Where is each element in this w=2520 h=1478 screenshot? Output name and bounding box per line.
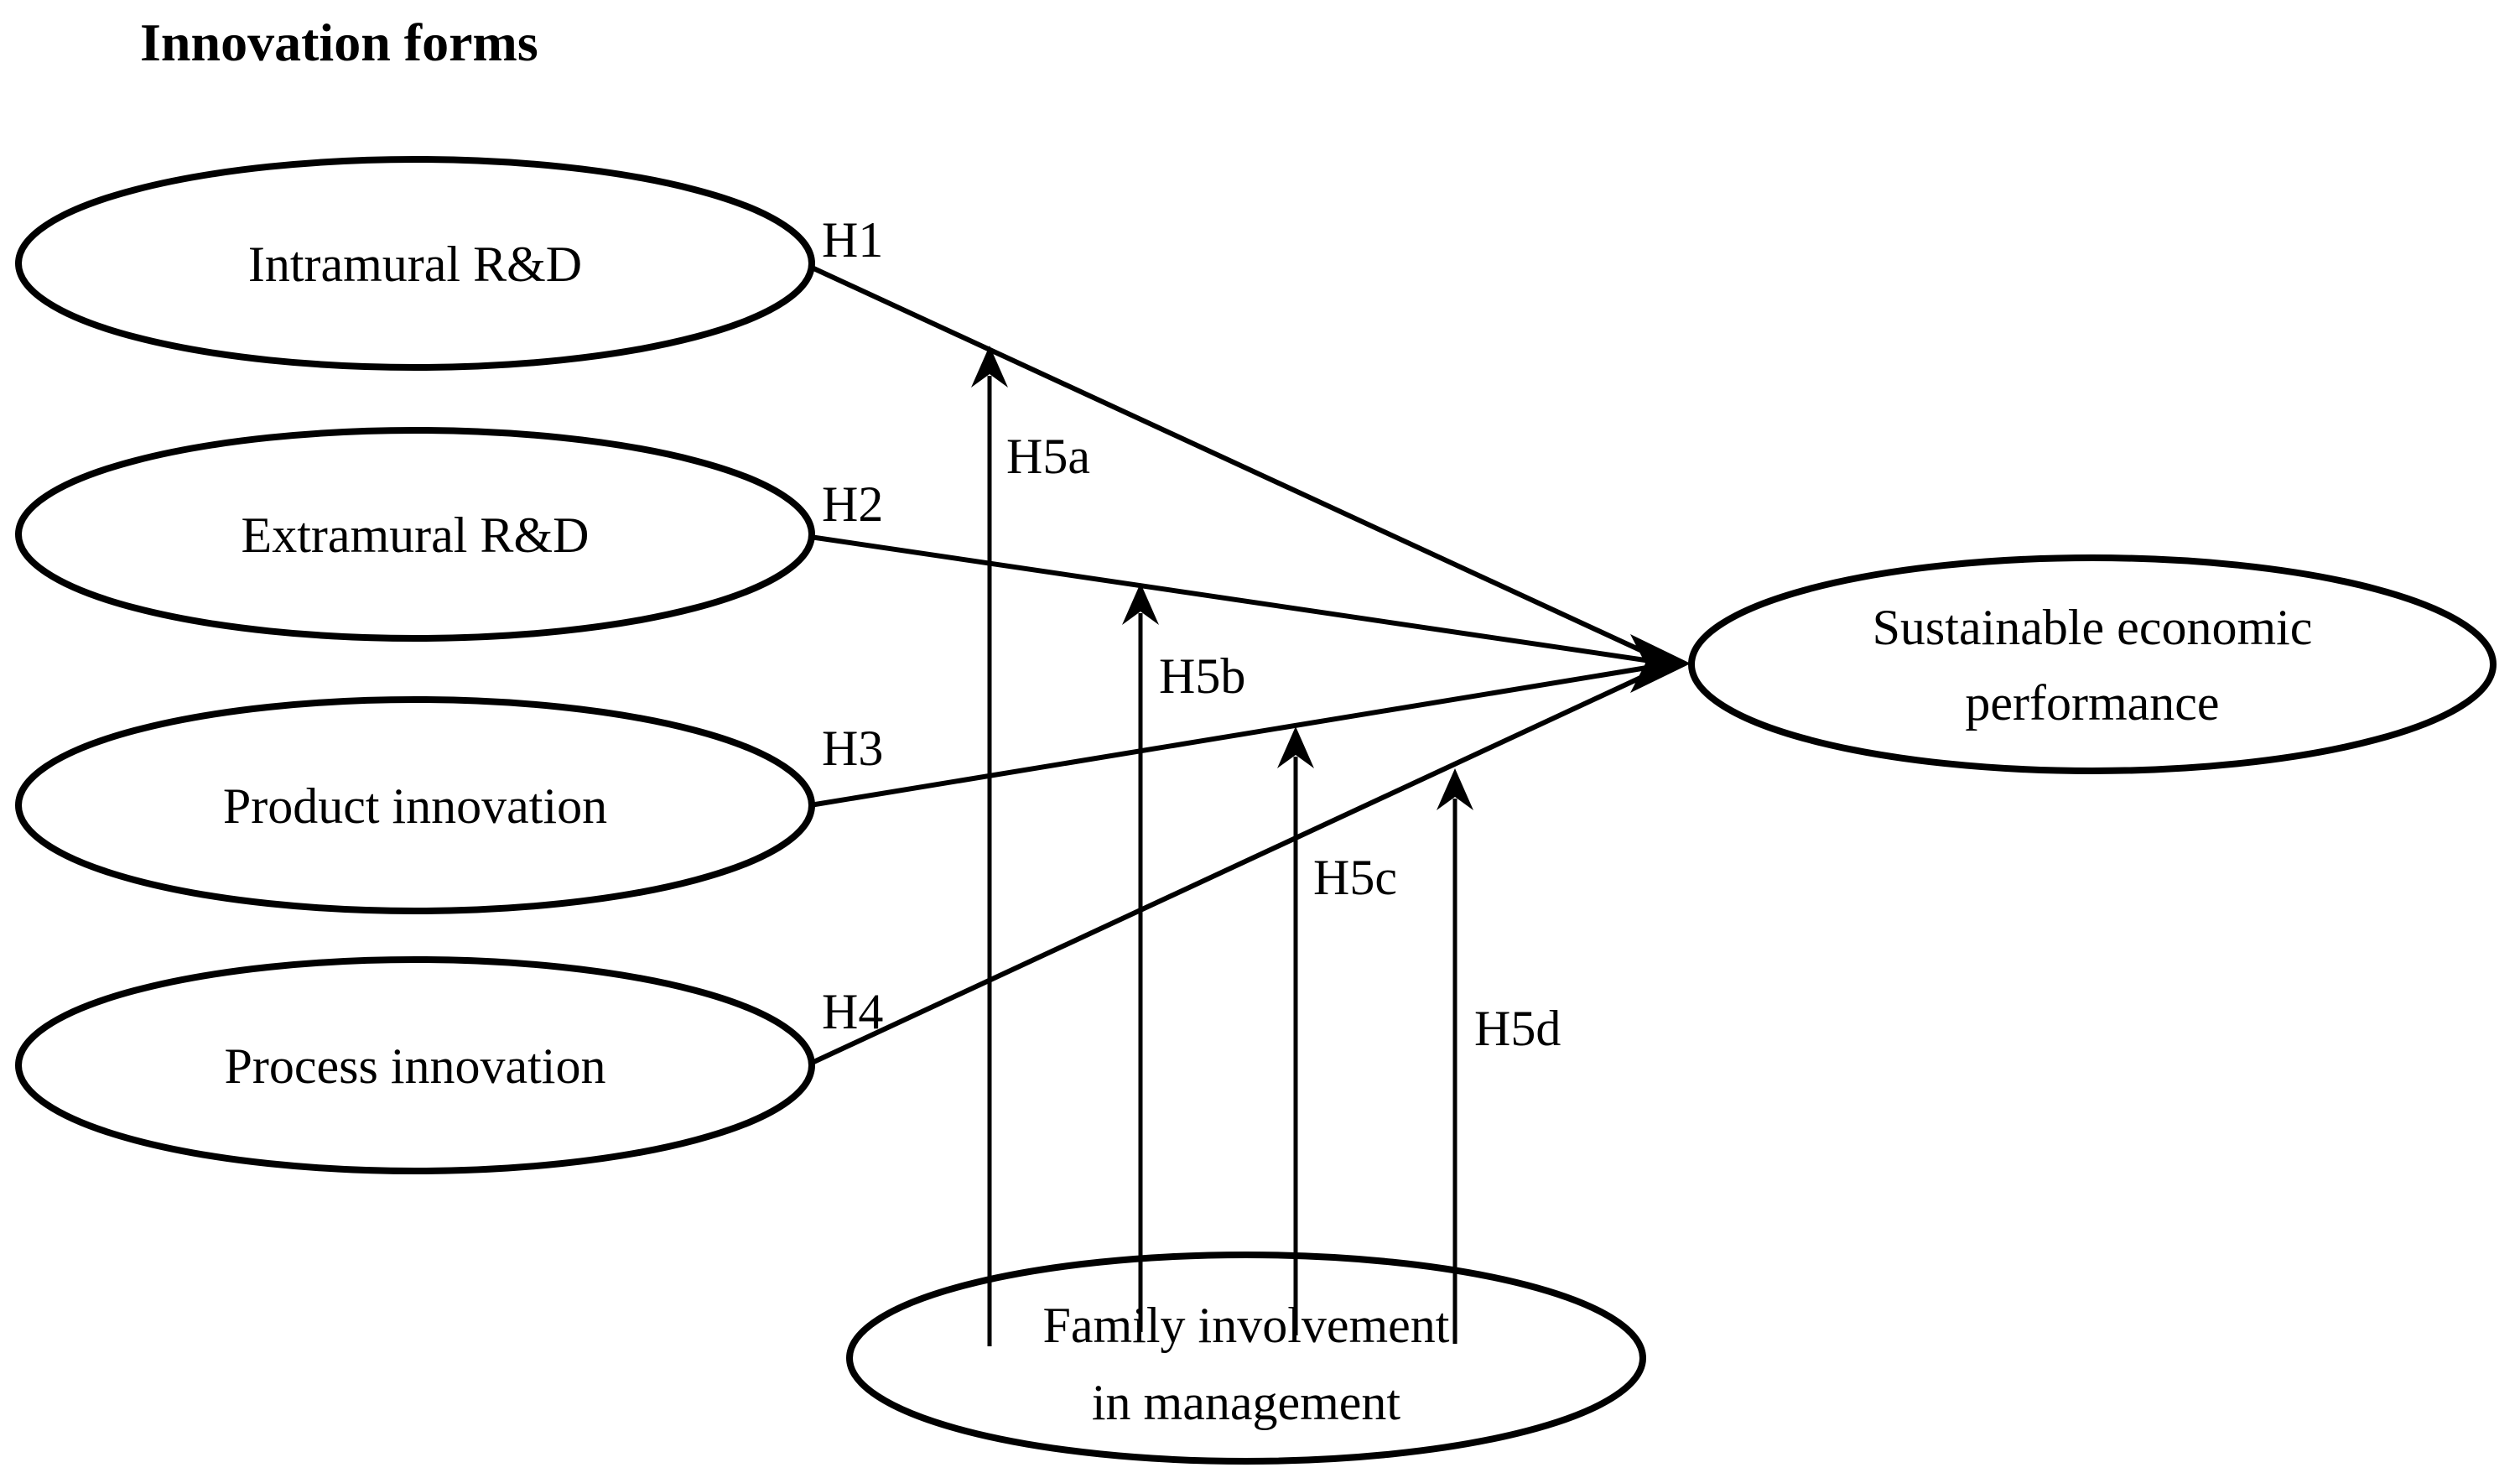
process-innovation-label: Process innovation xyxy=(225,1038,606,1094)
sustainable-economic-performance-node xyxy=(1688,554,2497,774)
process-innovation-node xyxy=(15,956,815,1174)
extramural-rd-label: Extramural R&D xyxy=(242,507,590,563)
sustainable-economic-performance-label-line2: performance xyxy=(1965,675,2219,731)
main-arrowhead-icon xyxy=(1630,634,1691,693)
h5d-label: H5d xyxy=(1474,1001,1561,1056)
h5a-label: H5a xyxy=(1006,429,1090,484)
product-innovation-node xyxy=(15,696,815,914)
intramural-rd-node xyxy=(15,156,815,371)
h5c-label: H5c xyxy=(1313,850,1397,905)
extramural-rd-node xyxy=(15,427,815,642)
h1-label: H1 xyxy=(822,212,883,268)
product-innovation-label: Product innovation xyxy=(223,778,607,834)
intramural-rd-label: Intramural R&D xyxy=(248,237,582,292)
h5c-arrowhead-icon xyxy=(1277,726,1314,768)
h1-arrow-line xyxy=(808,264,1664,663)
h5b-arrowhead-icon xyxy=(1122,583,1159,625)
h3-arrow-line xyxy=(809,663,1663,808)
h5a-arrowhead-icon xyxy=(971,346,1008,388)
family-involvement-node xyxy=(846,1252,1646,1465)
family-involvement-label-line2: in management xyxy=(1092,1375,1401,1430)
family-involvement-label-line1: Family involvement xyxy=(1043,1298,1450,1353)
h4-label: H4 xyxy=(822,984,883,1039)
h5d-arrowhead-icon xyxy=(1437,768,1473,810)
sustainable-economic-performance-label-line1: Sustainable economic xyxy=(1873,600,2313,655)
figure-title: Innovation forms xyxy=(140,13,538,72)
h5b-label: H5b xyxy=(1159,648,1245,704)
h2-arrow-line xyxy=(809,534,1663,665)
h3-label: H3 xyxy=(822,721,883,776)
h2-label: H2 xyxy=(822,476,883,532)
h4-arrow-line xyxy=(808,665,1664,1066)
